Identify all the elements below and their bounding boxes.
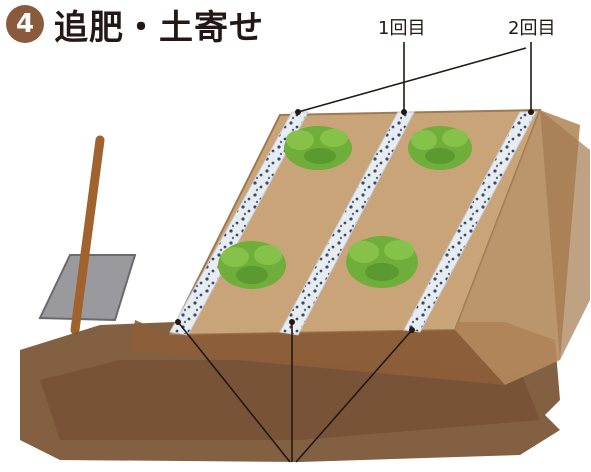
- seedling: [346, 236, 418, 288]
- fertilizer-strip-center: [279, 111, 415, 336]
- label-first-application: 1回目: [378, 18, 426, 39]
- hoe-icon: [38, 135, 137, 335]
- leader-lines: [177, 42, 532, 463]
- seedling: [218, 241, 286, 289]
- step-title: 追肥・土寄せ: [54, 7, 264, 48]
- step-header: 4 追肥・土寄せ: [6, 2, 264, 48]
- leader-line-bottom-right: [295, 329, 413, 463]
- step-number-badge: 4: [6, 5, 44, 43]
- seedlings: [218, 126, 472, 289]
- leader-dots: [175, 109, 534, 333]
- leader-line-second-left: [297, 47, 527, 113]
- fertilizer-rows: [169, 111, 537, 336]
- label-second-application: 2回目: [508, 18, 556, 39]
- leader-line-bottom-left: [177, 321, 291, 463]
- seedling: [408, 126, 472, 170]
- seedling: [284, 126, 352, 170]
